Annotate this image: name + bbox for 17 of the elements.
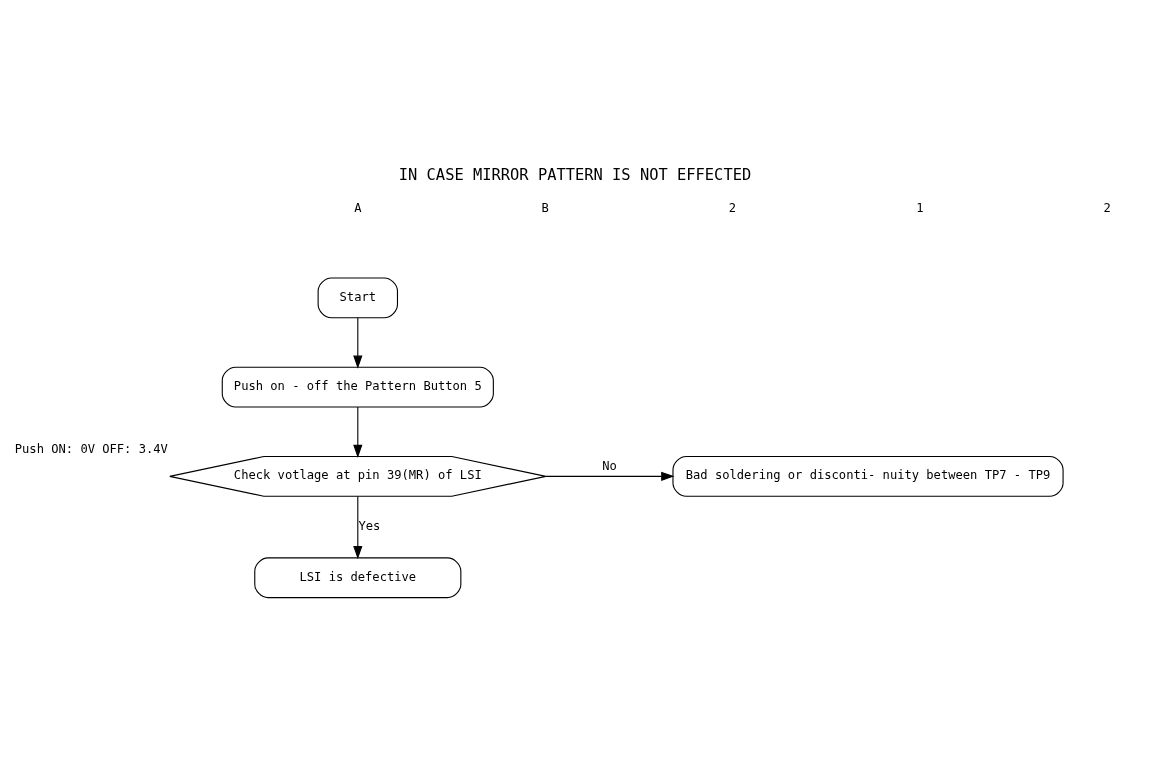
label: B — [541, 200, 549, 215]
diagram-title: IN CASE MIRROR PATTERN IS NOT EFFECTED — [398, 165, 752, 184]
label: 2 — [728, 200, 737, 215]
node-box: Start — [317, 276, 399, 318]
node-box: LSI is defective — [254, 556, 462, 598]
arrow — [545, 471, 675, 481]
node-box: Push on - off the Pattern Button 5 — [221, 366, 494, 407]
edge-label: Yes — [358, 518, 381, 533]
node-label: Push ON: 0V OFF: 3.4V — [14, 441, 168, 456]
arrow — [353, 406, 363, 458]
label: 1 — [916, 200, 924, 215]
label: 2 — [1103, 200, 1111, 215]
edge-label: No — [602, 458, 617, 473]
label: A — [354, 200, 362, 215]
arrow — [353, 316, 363, 369]
node-box: Bad soldering or disconti- nuity between TP7 - TP9 — [672, 455, 1064, 497]
arrow — [353, 495, 363, 559]
